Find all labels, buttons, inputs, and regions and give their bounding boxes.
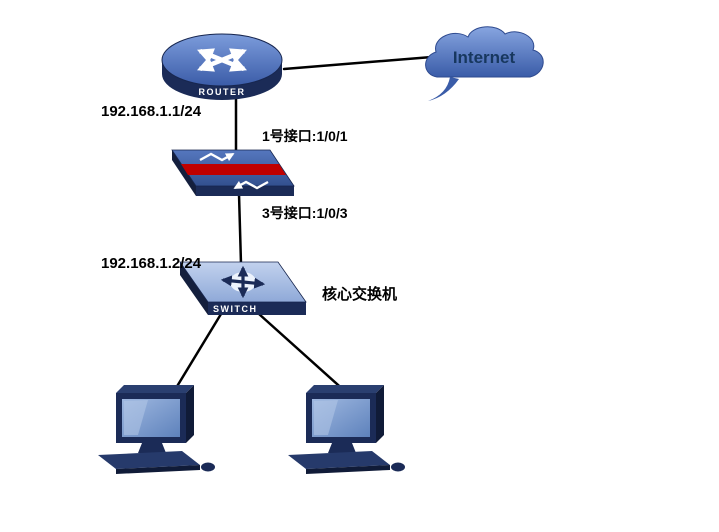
edge-switch-arrows-icon <box>199 152 269 190</box>
edge-switch-node <box>171 149 295 196</box>
core-switch-node: SWITCH <box>179 261 307 315</box>
pc-right <box>288 385 405 474</box>
core-switch-arrows-icon <box>220 265 266 299</box>
core-switch-front <box>208 302 306 315</box>
router-node: ROUTER <box>161 33 283 100</box>
downlink-port-label: 3号接口:1/0/3 <box>262 205 348 221</box>
link-core-switch-pc-right <box>257 312 349 395</box>
pc-left <box>98 385 215 474</box>
links <box>171 55 434 395</box>
link-router-internet <box>282 55 434 71</box>
internet-cloud: Internet <box>425 26 544 101</box>
edge-switch-side <box>172 150 196 196</box>
core-switch-side <box>180 262 208 315</box>
core-ip-label: 192.168.1.2/24 <box>101 255 202 272</box>
edge-switch-front <box>196 186 294 196</box>
router-arrows-icon <box>197 48 247 72</box>
router-label: ROUTER <box>199 87 246 97</box>
router-body <box>162 60 282 100</box>
uplink-port-label: 1号接口:1/0/1 <box>262 128 348 144</box>
cloud-shape <box>425 26 544 78</box>
router-ip-label: 192.168.1.1/24 <box>101 103 202 120</box>
core-switch-caption: 核心交换机 <box>322 285 397 303</box>
link-edge-switch-core-switch <box>237 192 243 266</box>
cloud-tail <box>428 77 459 101</box>
edge-switch-red-stripe <box>181 164 286 175</box>
link-core-switch-pc-left <box>171 312 223 395</box>
internet-label: Internet <box>453 48 516 67</box>
core-switch-label: SWITCH <box>213 304 258 314</box>
